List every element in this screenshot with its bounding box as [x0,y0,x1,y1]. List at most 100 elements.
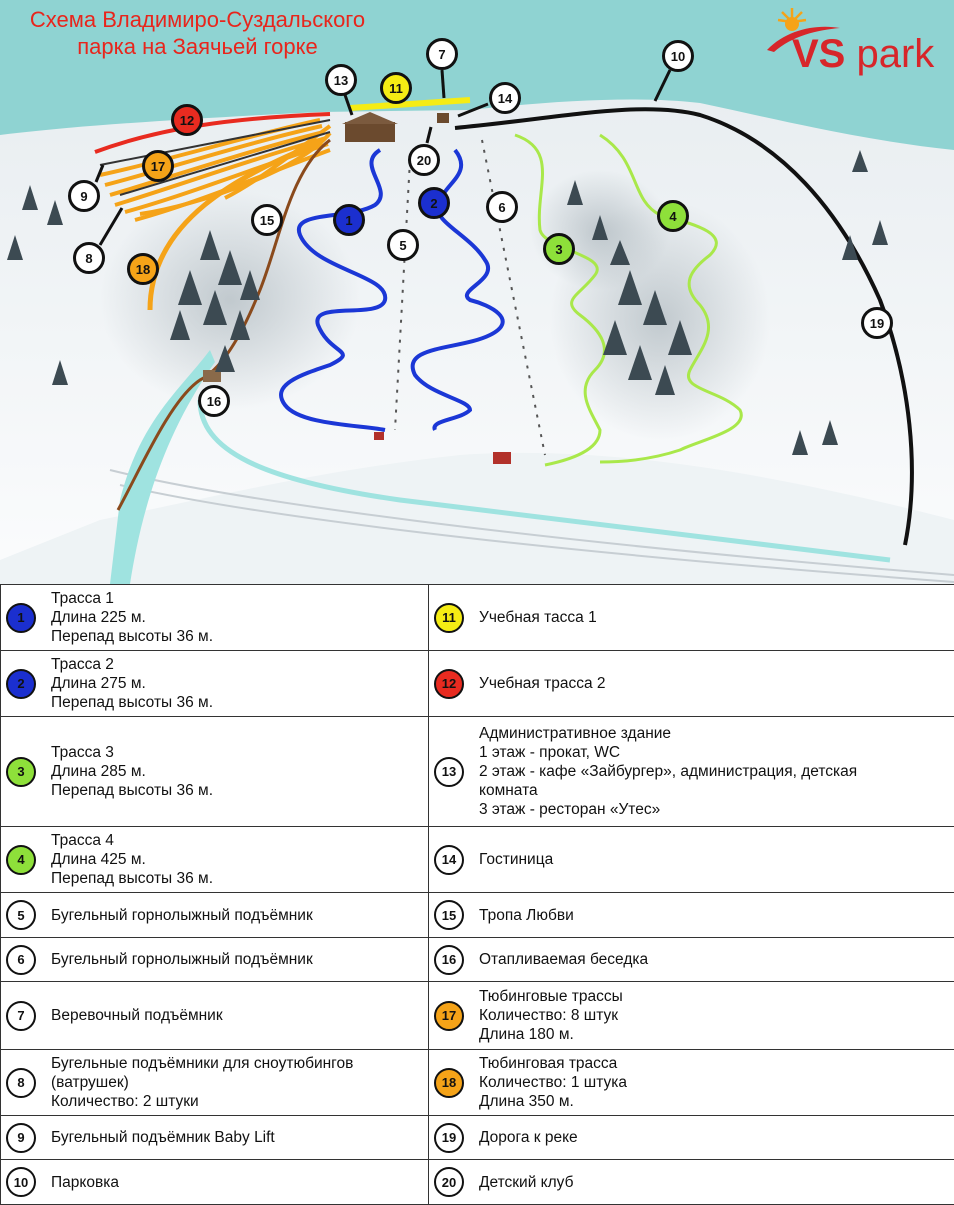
map-marker-16: 16 [198,385,230,417]
legend-cell-5: 5 Бугельный горнолыжный подъёмник [1,893,429,938]
legend-badge-wrap: 4 [1,845,41,875]
legend-item: 20 Детский клуб [429,1160,954,1204]
legend-text: Гостиница [469,850,557,869]
legend-badge-16: 16 [434,945,464,975]
map-marker-10: 10 [662,40,694,72]
legend-text: Бугельный горнолыжный подъёмник [41,906,317,925]
legend-badge-5: 5 [6,900,36,930]
legend-text: Веревочный подъёмник [41,1006,227,1025]
map-marker-18: 18 [127,253,159,285]
legend-text: Бугельный горнолыжный подъёмник [41,950,317,969]
map-marker-19: 19 [861,307,893,339]
legend-badge-6: 6 [6,945,36,975]
legend-line: Перепад высоты 36 м. [51,627,213,646]
legend-item: 11 Учебная тасса 1 [429,585,954,650]
legend-line: комната [479,781,857,800]
forest-shade [100,190,360,410]
legend-badge-wrap: 7 [1,1001,41,1031]
legend-line: Трасса 3 [51,743,213,762]
logo-bold: VS [792,32,845,76]
legend-text: Парковка [41,1173,123,1192]
legend-item: 5 Бугельный горнолыжный подъёмник [1,893,428,937]
map-marker-5: 5 [387,229,419,261]
legend-badge-15: 15 [434,900,464,930]
legend-badge-wrap: 1 [1,603,41,633]
legend-line: Административное здание [479,724,857,743]
legend-badge-2: 2 [6,669,36,699]
legend-line: Детский клуб [479,1173,573,1192]
legend-badge-wrap: 13 [429,757,469,787]
legend-line: Бугельные подъёмники для сноутюбингов [51,1054,353,1073]
map-marker-2: 2 [418,187,450,219]
legend-badge-wrap: 20 [429,1167,469,1197]
map-marker-1: 1 [333,204,365,236]
legend-badge-wrap: 5 [1,900,41,930]
legend-line: Отапливаемая беседка [479,950,648,969]
legend-line: Количество: 2 штуки [51,1092,353,1111]
legend-text: Учебная тасса 1 [469,608,601,627]
legend-line: Трасса 2 [51,655,213,674]
legend-badge-wrap: 19 [429,1123,469,1153]
legend-text: Отапливаемая беседка [469,950,652,969]
legend-line: Длина 180 м. [479,1025,623,1044]
legend-badge-7: 7 [6,1001,36,1031]
legend-cell-6: 6 Бугельный горнолыжный подъёмник [1,938,429,982]
park-map: Схема Владимиро-Суздальского парка на За… [0,0,954,584]
legend-badge-wrap: 16 [429,945,469,975]
legend-badge-wrap: 9 [1,1123,41,1153]
legend-badge-11: 11 [434,603,464,633]
map-marker-7: 7 [426,38,458,70]
legend-line: Количество: 1 штука [479,1073,627,1092]
legend-line: Тропа Любви [479,906,574,925]
legend-line: 1 этаж - прокат, WC [479,743,857,762]
legend-badge-13: 13 [434,757,464,787]
map-marker-8: 8 [73,242,105,274]
legend-badge-wrap: 11 [429,603,469,633]
legend-text: Дорога к реке [469,1128,582,1147]
legend-line: Количество: 8 штук [479,1006,623,1025]
legend-line: Длина 225 м. [51,608,213,627]
lift-hut [493,452,511,464]
legend-badge-3: 3 [6,757,36,787]
map-marker-13: 13 [325,64,357,96]
legend-badge-8: 8 [6,1068,36,1098]
legend-line: Длина 285 м. [51,762,213,781]
legend-badge-1: 1 [6,603,36,633]
legend-line: Длина 425 м. [51,850,213,869]
legend-line: Перепад высоты 36 м. [51,869,213,888]
logo-regular: park [856,32,934,76]
legend-badge-20: 20 [434,1167,464,1197]
legend-line: Перепад высоты 36 м. [51,693,213,712]
legend-badge-12: 12 [434,669,464,699]
legend-cell-16: 16 Отапливаемая беседка [429,938,954,982]
legend-row: 5 Бугельный горнолыжный подъёмник 15 Тропа … [1,893,954,938]
legend-line: Трасса 4 [51,831,213,850]
legend-item: 15 Тропа Любви [429,893,954,937]
map-marker-11: 11 [380,72,412,104]
